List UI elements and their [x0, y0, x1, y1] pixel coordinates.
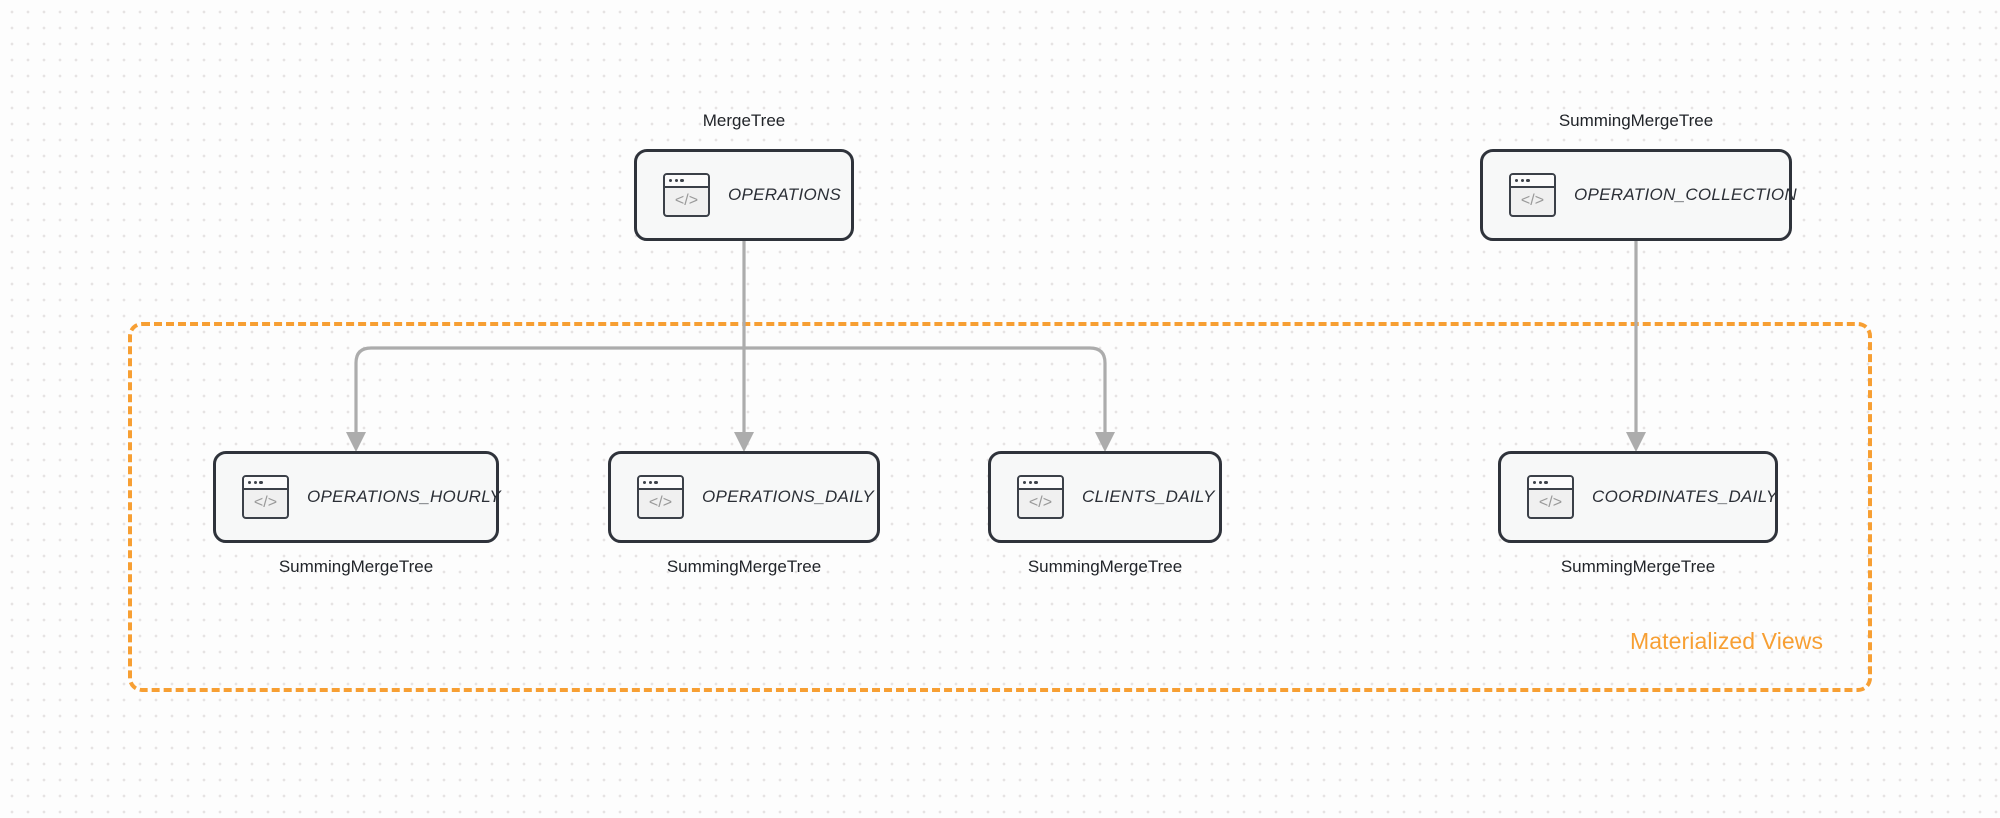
- icon-code-glyph: </>: [253, 494, 278, 511]
- icon-titlebar-dot: [1034, 480, 1038, 485]
- node-title: OPERATIONS_HOURLY: [307, 487, 502, 506]
- code-window-icon: </>: [1527, 475, 1574, 519]
- icon-titlebar: [665, 175, 708, 188]
- node-caption-operations-hourly: SummingMergeTree: [278, 557, 434, 576]
- icon-titlebar-dot: [1526, 178, 1530, 183]
- node-title: OPERATION_COLLECTION: [1574, 185, 1797, 204]
- node-title: CLIENTS_DAILY: [1082, 487, 1215, 506]
- code-window-icon: </>: [1509, 173, 1556, 217]
- icon-titlebar-dot: [253, 480, 257, 485]
- node-title: OPERATIONS: [728, 185, 842, 204]
- materialized-views-group: [128, 322, 1872, 692]
- icon-titlebar-dot: [674, 178, 678, 183]
- code-window-icon: </>: [637, 475, 684, 519]
- icon-titlebar-dot: [1028, 480, 1032, 485]
- icon-titlebar-dot: [259, 480, 263, 485]
- icon-titlebar-dot: [680, 178, 684, 183]
- icon-titlebar-dot: [1520, 178, 1524, 183]
- icon-titlebar: [244, 477, 287, 490]
- node-operations-hourly[interactable]: </> OPERATIONS_HOURLY: [213, 451, 502, 543]
- icon-titlebar-dot: [643, 480, 647, 485]
- node-operation-collection[interactable]: </> OPERATION_COLLECTION: [1480, 149, 1797, 241]
- icon-titlebar-dot: [669, 178, 673, 183]
- node-operations[interactable]: </> OPERATIONS: [634, 149, 854, 241]
- node-caption-operations: MergeTree: [702, 111, 786, 130]
- icon-titlebar-dot: [654, 480, 658, 485]
- code-window-icon: </>: [242, 475, 289, 519]
- node-title: COORDINATES_DAILY: [1592, 487, 1778, 506]
- icon-code-glyph: </>: [1538, 494, 1563, 511]
- icon-titlebar-dot: [1515, 178, 1519, 183]
- icon-titlebar-dot: [1533, 480, 1537, 485]
- icon-titlebar-dot: [1538, 480, 1542, 485]
- node-caption-coordinates-daily: SummingMergeTree: [1560, 557, 1716, 576]
- icon-titlebar-dot: [1544, 480, 1548, 485]
- icon-titlebar: [639, 477, 682, 490]
- node-caption-operations-daily: SummingMergeTree: [666, 557, 822, 576]
- icon-titlebar: [1529, 477, 1572, 490]
- icon-code-glyph: </>: [1520, 192, 1545, 209]
- icon-titlebar-dot: [648, 480, 652, 485]
- icon-titlebar-dot: [248, 480, 252, 485]
- node-title: OPERATIONS_DAILY: [702, 487, 875, 506]
- materialized-views-label: Materialized Views: [1630, 628, 1824, 654]
- icon-titlebar: [1019, 477, 1062, 490]
- node-caption-clients-daily: SummingMergeTree: [1027, 557, 1183, 576]
- node-caption-operation-collection: SummingMergeTree: [1558, 111, 1714, 130]
- icon-titlebar: [1511, 175, 1554, 188]
- node-clients-daily[interactable]: </> CLIENTS_DAILY: [988, 451, 1222, 543]
- icon-code-glyph: </>: [648, 494, 673, 511]
- icon-code-glyph: </>: [1028, 494, 1053, 511]
- code-window-icon: </>: [1017, 475, 1064, 519]
- code-window-icon: </>: [663, 173, 710, 217]
- icon-titlebar-dot: [1023, 480, 1027, 485]
- icon-code-glyph: </>: [674, 192, 699, 209]
- node-coordinates-daily[interactable]: </> COORDINATES_DAILY: [1498, 451, 1778, 543]
- node-operations-daily[interactable]: </> OPERATIONS_DAILY: [608, 451, 880, 543]
